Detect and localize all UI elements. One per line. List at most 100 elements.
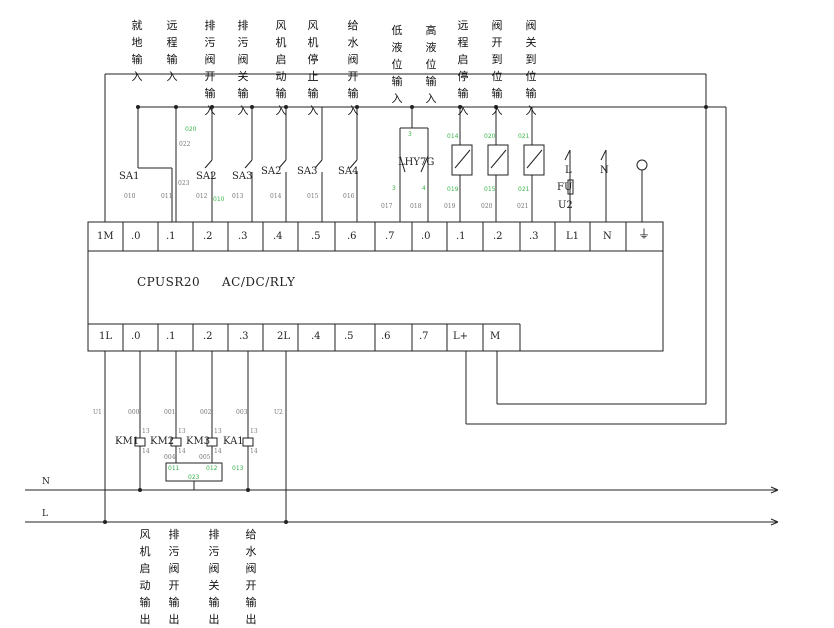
green-mark: 011 (168, 465, 180, 472)
output-terminal-q0-2: .2 (203, 331, 213, 342)
output-terminal-m: M (490, 331, 501, 342)
bus-l-label: L (42, 509, 48, 519)
wire-number: U2 (274, 409, 283, 416)
input-terminal-i1-1: .1 (456, 231, 466, 242)
label-low-level-input: 低液位输入 (391, 24, 403, 105)
green-mark: 014 (447, 133, 459, 140)
input-terminal-n: N (603, 231, 612, 242)
green-mark: 010 (213, 196, 225, 203)
wire-number: 021 (517, 203, 529, 210)
input-terminal-i0-1: .1 (166, 231, 176, 242)
input-terminal-i0-4: .4 (273, 231, 283, 242)
wire-number: 014 (270, 193, 282, 200)
label-water-open-input: 给水阀开输入 (347, 19, 359, 117)
tag-l-feed: L (565, 165, 572, 176)
wire-number: U1 (93, 409, 102, 416)
wire-number: 023 (178, 180, 190, 187)
output-terminal-q0-3: .3 (239, 331, 249, 342)
green-mark: 015 (484, 186, 496, 193)
green-mark: 021 (518, 186, 530, 193)
contact-number: 14 (214, 448, 222, 455)
label-water-open-output: 给水阀开输出 (245, 528, 257, 626)
input-terminal-i0-6: .6 (347, 231, 357, 242)
label-drain-close-output: 排污阀关输出 (208, 528, 220, 626)
label-drain-open-input: 排污阀开输入 (204, 19, 216, 117)
wire-number: 011 (161, 193, 173, 200)
wire-number: 010 (124, 193, 136, 200)
tag-n-feed: N (600, 165, 609, 176)
wire-number: 003 (236, 409, 248, 416)
contact-number: 14 (142, 448, 150, 455)
label-fan-start-output: 风机启动输出 (139, 528, 151, 626)
output-terminal-q0-6: .6 (381, 331, 391, 342)
wire-number: 015 (307, 193, 319, 200)
wire-number: 018 (410, 203, 422, 210)
input-terminal-i1-0: .0 (421, 231, 431, 242)
label-fan-stop-input: 风机停止输入 (307, 19, 319, 117)
tag-sa2-b: SA2 (261, 166, 282, 177)
tag-sa4: SA4 (338, 166, 359, 177)
wire-number: 016 (343, 193, 355, 200)
output-terminal-q0-4: .4 (311, 331, 321, 342)
contact-number: 14 (250, 448, 258, 455)
wire-number: 013 (232, 193, 244, 200)
input-terminal-i0-0: .0 (131, 231, 141, 242)
tag-sa3-a: SA3 (232, 171, 253, 182)
label-drain-open-output: 排污阀开输出 (168, 528, 180, 626)
green-mark: 019 (447, 186, 459, 193)
tag-u2: U2 (558, 200, 573, 211)
input-terminal-i1-3: .3 (529, 231, 539, 242)
plc-model: CPUSR20 (137, 275, 201, 289)
label-valve-opened-input: 阀开到位输入 (491, 19, 503, 117)
label-remote-startstop-input: 远程启停输入 (457, 19, 469, 117)
green-mark: 012 (206, 465, 218, 472)
wire-number: 020 (481, 203, 493, 210)
green-mark: 021 (518, 133, 530, 140)
wire-number: 001 (164, 409, 176, 416)
label-high-level-input: 高液位输入 (425, 24, 437, 105)
wire-number: 002 (200, 409, 212, 416)
output-terminal-2l: 2L (277, 331, 291, 342)
output-terminal-lplus: L+ (453, 331, 469, 342)
green-mark: 3 (392, 185, 396, 192)
tag-lhy7g: LHY7G (398, 157, 435, 168)
label-fan-start-input: 风机启动输入 (275, 19, 287, 117)
label-local-input: 就地输入 (131, 19, 143, 83)
tag-fu: FU (557, 182, 573, 193)
plc-supply-type: AC/DC/RLY (222, 275, 296, 289)
contact-number: 13 (250, 428, 258, 435)
output-terminal-1l: 1L (99, 331, 113, 342)
tag-km1: KM1 (115, 436, 140, 447)
input-terminal-l1: L1 (566, 231, 580, 242)
tag-ka1: KA1 (223, 436, 244, 447)
output-terminal-q0-0: .0 (131, 331, 141, 342)
wire-number: 000 (128, 409, 140, 416)
output-terminal-q0-1: .1 (166, 331, 176, 342)
green-mark: 023 (188, 474, 200, 481)
wire-number: 005 (199, 454, 211, 461)
tag-sa2-a: SA2 (196, 171, 217, 182)
input-terminal-i0-3: .3 (238, 231, 248, 242)
input-terminal-i0-2: .2 (203, 231, 213, 242)
green-mark: 4 (422, 185, 426, 192)
tag-sa3-b: SA3 (297, 166, 318, 177)
label-remote-input: 远程输入 (166, 19, 178, 83)
wire-number: 012 (196, 193, 208, 200)
ground-terminal-icon: ⏚ (638, 227, 651, 241)
contact-number: 13 (214, 428, 222, 435)
wiring-diagram (25, 73, 779, 526)
wire-number: 022 (179, 141, 191, 148)
input-terminal-i1-2: .2 (493, 231, 503, 242)
wire-number: 004 (164, 454, 176, 461)
tag-km2: KM2 (150, 436, 175, 447)
contact-number: 13 (178, 428, 186, 435)
output-terminal-q0-5: .5 (344, 331, 354, 342)
tag-sa1: SA1 (119, 171, 140, 182)
input-terminal-i0-5: .5 (311, 231, 321, 242)
green-mark: 013 (232, 465, 244, 472)
tag-km3: KM3 (186, 436, 211, 447)
bus-n-label: N (42, 477, 50, 487)
output-terminal-q0-7: .7 (419, 331, 429, 342)
wire-number: 017 (381, 203, 393, 210)
label-valve-closed-input: 阀关到位输入 (525, 19, 537, 117)
